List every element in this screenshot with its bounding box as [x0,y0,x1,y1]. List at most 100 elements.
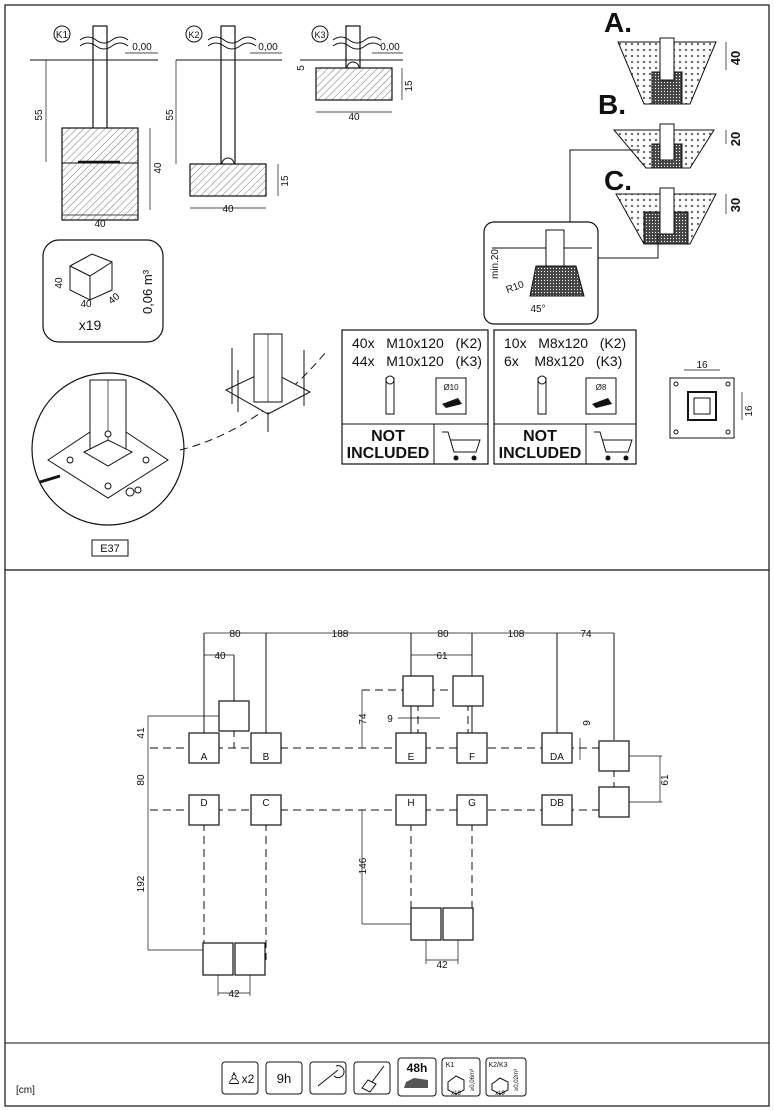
k2-block-h: 15 [280,175,291,187]
plan-dim-42b: 42 [436,960,448,971]
k23-badge [485,1057,527,1097]
k2-level: 0,00 [258,42,278,53]
m8-not: NOT [523,428,557,445]
option-c-letter: C. [604,165,632,196]
k3-block-w: 40 [348,112,360,123]
m8-included: INCLUDED [499,445,582,462]
cart-icon [594,431,633,461]
plan-dim-40: 40 [214,651,226,662]
footing-da [541,732,573,764]
post-b: B [263,752,270,763]
k2-depth: 55 [165,109,176,121]
time-badge [265,1061,303,1095]
k3-top: 5 [296,65,307,71]
plan-dim-188: 188 [332,629,349,640]
post-c: C [262,798,269,809]
person-icon: ♙ [227,1071,241,1088]
concrete-cube-icon [491,1077,509,1095]
footing-extra-9 [442,907,474,941]
post-h: H [407,798,414,809]
plan-view: 80 188 80 108 74 40 61 41 80 192 [136,629,671,1000]
time-label: 9h [277,1071,291,1086]
plate-top-view: 16 16 [669,360,755,439]
volume-amount: 0,06 m³ [140,269,155,314]
m10-line1: 40x M10x120 (K2) [352,335,482,351]
measuring-tape-icon [317,1065,345,1087]
option-c-dim: 30 [728,198,743,212]
footer-k23-count: x19 [495,1091,505,1097]
k1-badge [441,1057,481,1097]
anchor-box-m8: 10x M8x120 (K2) 6x M8x120 (K3) Ø8 NOT IN… [493,329,637,465]
plan-dim-42a: 42 [228,989,240,1000]
footing-b [250,732,282,764]
footing-h [395,794,427,826]
drill-icon [442,398,462,408]
k1-level: 0,00 [132,42,152,53]
option-b-letter: B. [598,89,626,120]
footing-extra-7 [234,942,266,976]
foundation-options: A. 40 B. 20 C. 30 [569,7,743,286]
page-frame [4,4,770,1107]
footing-e [395,732,427,764]
plate-h: 16 [744,405,755,417]
inset-detail: min.20 R10 45° [483,221,599,325]
post-k2-section: K2 0,00 55 15 40 [165,25,291,215]
plate-detail: E37 [31,351,327,557]
post-k3-section: K3 0,00 5 15 40 [296,25,415,123]
plan-dim-80a: 80 [229,629,241,640]
inset-min: min.20 [490,249,501,279]
post-g: G [468,798,476,809]
inset-angle: 45° [530,304,545,315]
unit-label: [cm] [16,1085,35,1096]
persons-count: x2 [242,1072,255,1086]
footer-k1-vol: ≥0,06m³ [470,1069,476,1091]
plan-dim-80b: 80 [437,629,449,640]
footing-g [456,794,488,826]
plan-dim-192: 192 [136,875,147,892]
k1-label: K1 [56,30,69,41]
concrete-mixer-icon [404,1078,428,1088]
k1-depth: 55 [34,109,45,121]
anchor-bolt-icon [385,375,395,415]
k2-block-w: 40 [222,204,234,215]
post-f: F [469,752,475,763]
k1-block-h: 40 [153,162,164,174]
cart-icon [442,431,481,461]
plan-dim-74b: 74 [358,713,369,725]
footer-k1-count: x19 [451,1091,461,1097]
plan-dim-9a: 9 [387,714,393,725]
m8-drill: Ø8 [596,383,607,392]
m10-not: NOT [371,428,405,445]
concrete-cube-icon [447,1075,465,1095]
k3-label: K3 [314,30,325,40]
footing-extra-2 [402,675,434,707]
volume-width: 40 [80,299,92,310]
plan-dim-146: 146 [358,857,369,874]
footer-k1: K1 [446,1062,455,1069]
m8-line2: 6x M8x120 (K3) [504,353,622,369]
k1-block-w: 40 [94,219,106,230]
footer-k23: K2/K3 [488,1062,507,1069]
footing-db [541,794,573,826]
footing-extra-3 [452,675,484,707]
k3-block-h: 15 [404,80,415,92]
footing-extra-5 [598,786,630,818]
option-b-dim: 20 [728,132,743,146]
post-db: DB [550,798,564,809]
footing-a [188,732,220,764]
persons-badge [221,1061,259,1095]
plan-dim-61b: 61 [660,774,671,786]
plan-dim-80c: 80 [136,774,147,786]
footing-d [188,794,220,826]
m10-line2: 44x M10x120 (K3) [352,353,482,369]
post-a: A [201,752,208,763]
post-e: E [408,752,415,763]
cube-icon [69,253,113,301]
footing-f [456,732,488,764]
footing-c [250,794,282,826]
m10-included: INCLUDED [347,445,430,462]
post-d: D [200,798,207,809]
post-da: DA [550,752,564,763]
footing-extra-8 [410,907,442,941]
plan-dim-41: 41 [136,727,147,739]
